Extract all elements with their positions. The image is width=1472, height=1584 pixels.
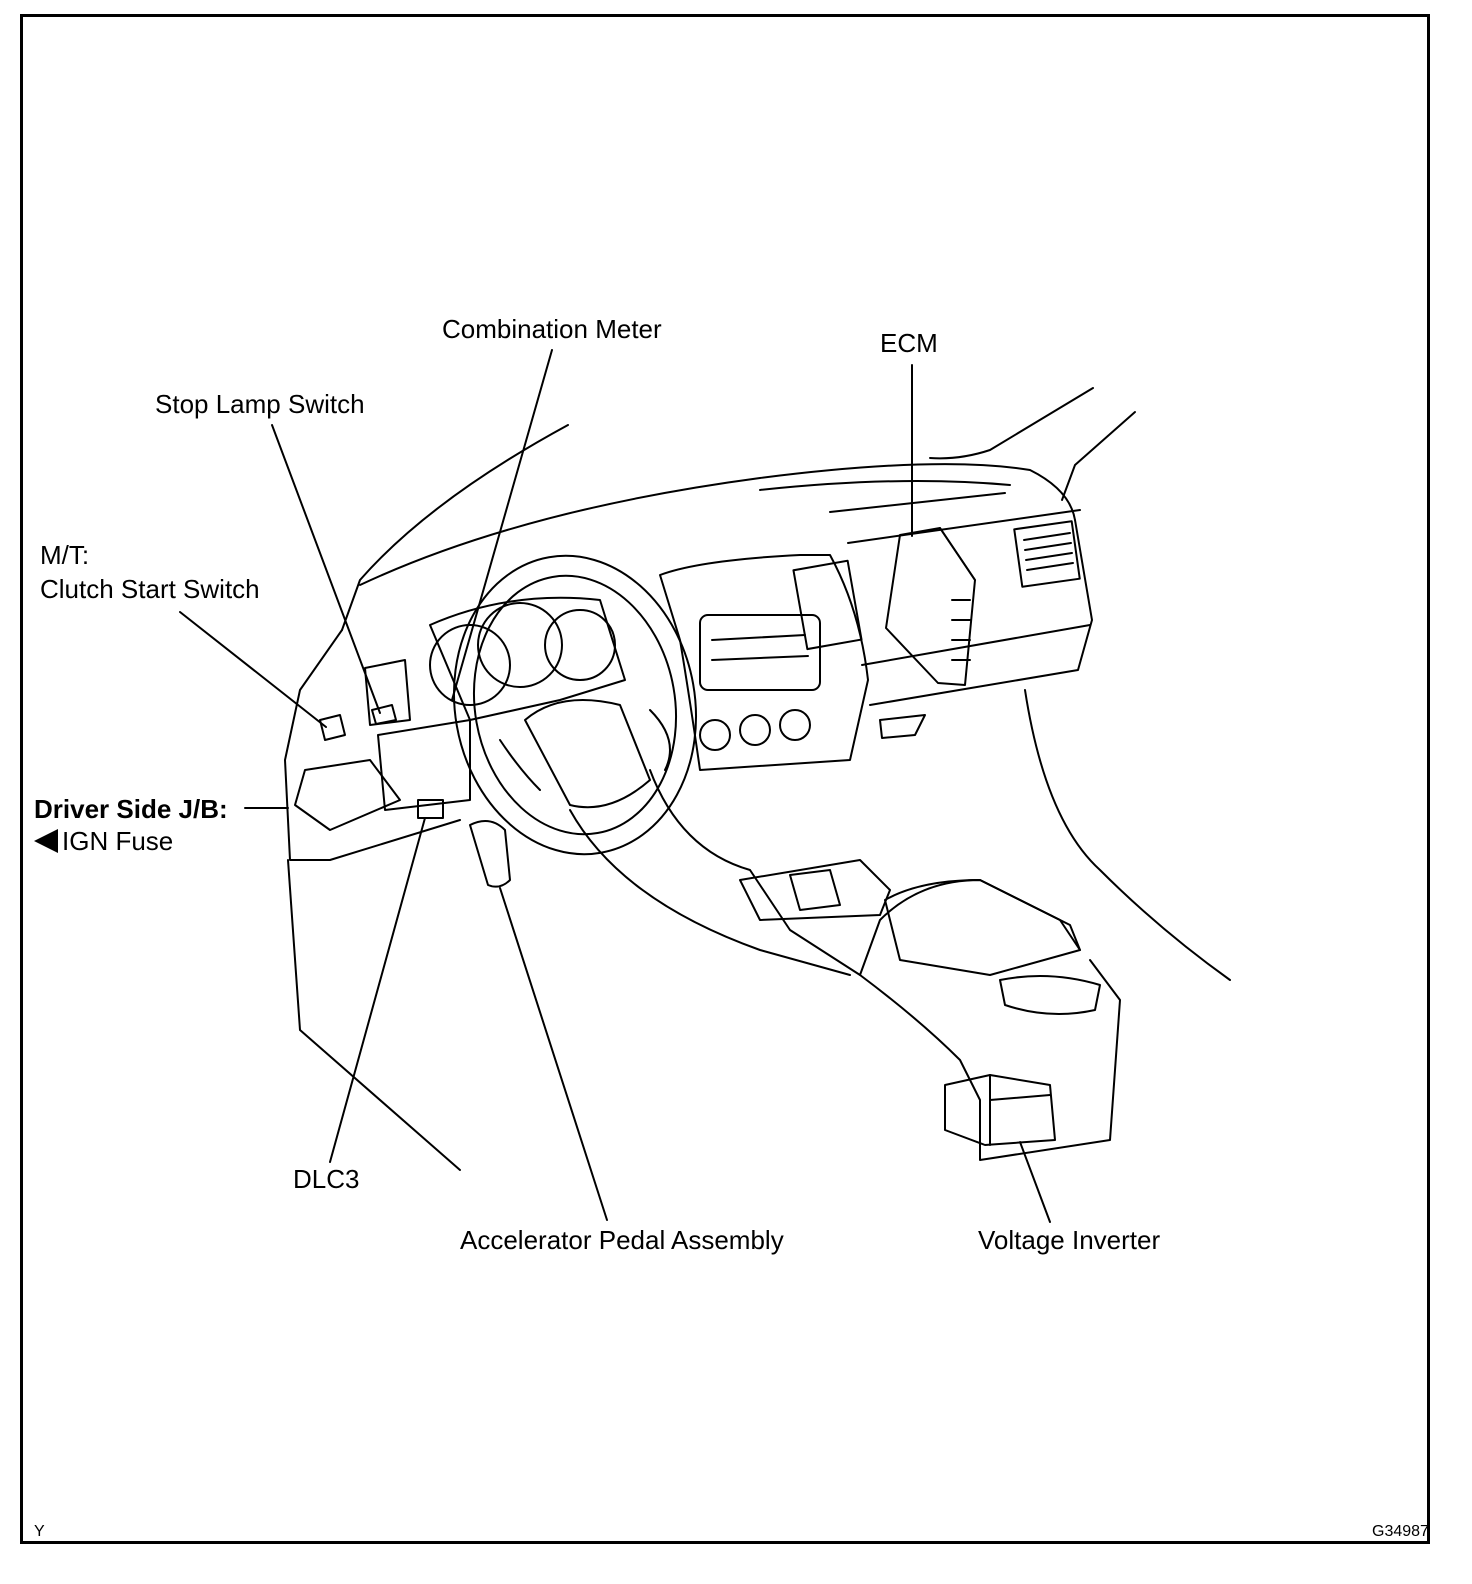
windshield-left-pillar <box>341 424 569 631</box>
cluster-hood <box>429 596 626 721</box>
lower-left-body <box>287 859 461 1171</box>
label-clutch-start-switch: Clutch Start Switch <box>40 574 260 604</box>
windshield-right-pillar <box>929 387 1094 460</box>
inverter-detail <box>989 1074 1051 1146</box>
label-voltage-inverter: Voltage Inverter <box>978 1225 1161 1255</box>
switch-cluster <box>377 719 471 811</box>
dash-top <box>359 463 1076 586</box>
shifter-boot <box>789 869 841 911</box>
label-mt-prefix: M/T: <box>40 540 90 570</box>
dash-face <box>869 519 1093 706</box>
stop-lamp-switch-body <box>371 704 397 725</box>
leader-dlc3 <box>329 817 426 1163</box>
gauge-center <box>477 602 563 688</box>
diagram-frame <box>20 14 1430 1544</box>
label-accelerator-pedal-assembly: Accelerator Pedal Assembly <box>460 1225 784 1255</box>
audio-buttons <box>711 634 809 661</box>
right-door-line <box>1061 411 1136 501</box>
center-vent <box>792 559 863 651</box>
dlc3-connector <box>417 799 444 819</box>
right-vent <box>1013 520 1081 588</box>
leader-voltage-inverter <box>1019 1141 1051 1223</box>
dash-ridge <box>847 509 1081 544</box>
climate-knobs <box>699 709 811 751</box>
left-dash-panel <box>284 629 461 861</box>
right-vent-slats <box>1023 532 1074 571</box>
steering-hub <box>524 699 651 809</box>
audio-unit <box>699 614 821 691</box>
leader-clutch-start-switch <box>179 611 327 728</box>
leader-combination-meter <box>451 349 553 701</box>
glovebox-handle <box>879 714 926 739</box>
steering-spokes <box>499 709 671 791</box>
leader-accelerator-pedal <box>499 887 608 1221</box>
steering-wheel-inner <box>472 574 678 836</box>
ecm-box <box>885 527 976 686</box>
left-triangle-icon <box>34 829 58 853</box>
gauge-right <box>544 609 616 681</box>
accelerator-pedal <box>469 820 511 888</box>
leader-stop-lamp-switch <box>271 424 381 714</box>
label-dlc3: DLC3 <box>293 1164 360 1194</box>
inverter-box <box>944 1074 1056 1146</box>
label-combination-meter: Combination Meter <box>442 314 662 344</box>
right-body-line <box>1024 689 1231 981</box>
corner-code: Y <box>34 1523 45 1540</box>
label-driver-side-jb: Driver Side J/B: <box>34 794 228 824</box>
cupholder <box>999 975 1101 1015</box>
label-ecm: ECM <box>880 328 938 358</box>
console-front <box>649 769 1081 976</box>
ecm-box-side <box>939 527 976 661</box>
center-stack-outline <box>659 554 869 771</box>
figure-id: G34987 <box>1372 1523 1429 1540</box>
console-body <box>859 959 1121 1161</box>
label-stop-lamp-switch: Stop Lamp Switch <box>155 389 365 419</box>
dash-top-inner <box>759 480 1011 491</box>
label-ign-fuse-row: IGN Fuse <box>34 826 173 857</box>
jb-fuse-block <box>294 759 401 831</box>
left-vent <box>364 659 411 726</box>
clutch-switch <box>319 714 346 741</box>
dash-lower-line <box>861 624 1091 666</box>
armrest <box>884 879 1081 976</box>
label-ign-fuse: IGN Fuse <box>62 826 174 856</box>
floor-line <box>569 809 851 976</box>
gauge-left <box>429 624 511 706</box>
defrost-line <box>829 492 1006 513</box>
